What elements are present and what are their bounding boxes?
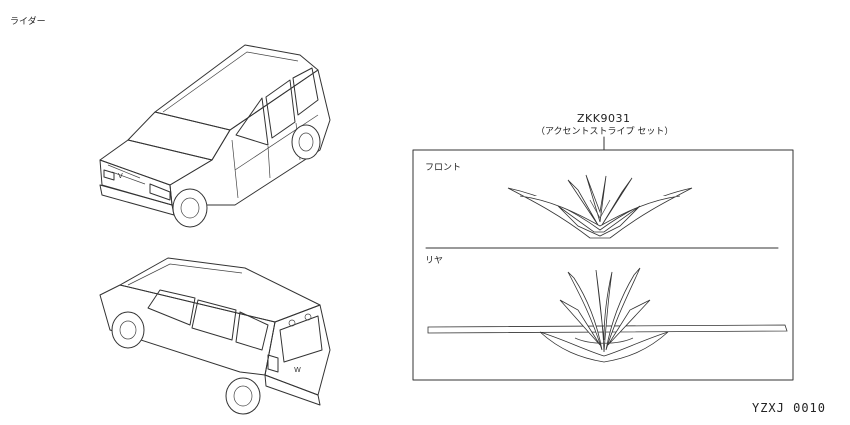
front-accent-stripe-icon [507,174,693,239]
part-number: ZKK9031 [577,112,631,125]
svg-text:W: W [294,366,301,374]
model-label: ライダー [10,17,46,27]
stripe-set-frame [412,149,794,381]
svg-text:V: V [118,172,123,180]
figure-code: YZXJ 0010 [751,401,826,415]
front-section-label: フロント [425,163,462,173]
car-front-three-quarter-icon: V [99,44,331,228]
rear-accent-stripe-icon [427,267,788,363]
car-rear-three-quarter-icon: W [99,257,331,415]
part-description: （アクセントストライプ セット） [536,127,674,137]
rear-section-label: リヤ [425,256,444,266]
